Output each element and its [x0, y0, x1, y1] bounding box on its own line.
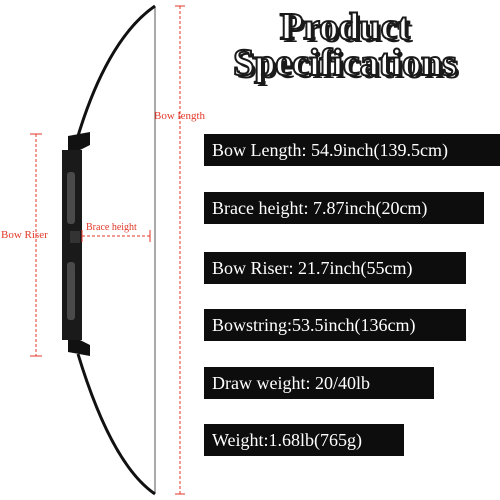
spec-bow-riser: Bow Riser: 21.7inch(55cm) [204, 252, 466, 284]
upper-limb [76, 4, 156, 137]
brace-height-label: Brace height [86, 222, 137, 233]
spec-draw-weight: Draw weight: 20/40lb [204, 367, 434, 399]
bow-length-label: Bow length [154, 110, 206, 122]
spec-bow-length: Bow Length: 54.9inch(139.5cm) [204, 134, 500, 166]
bow-riser-shape [62, 132, 90, 356]
bow-length-dimension [175, 5, 185, 495]
lower-limb [76, 353, 156, 496]
title-line-1: Product [279, 6, 411, 48]
spec-bowstring: Bowstring:53.5inch(136cm) [204, 309, 466, 341]
spec-weight: Weight:1.68lb(765g) [204, 424, 404, 456]
spec-brace-height: Brace height: 7.87inch(20cm) [204, 192, 484, 224]
bow-riser-dimension [30, 133, 42, 357]
brace-height-dimension [81, 230, 151, 242]
bow-riser-label: Bow Riser [1, 229, 48, 241]
title-line-2: Specifications [232, 42, 458, 84]
